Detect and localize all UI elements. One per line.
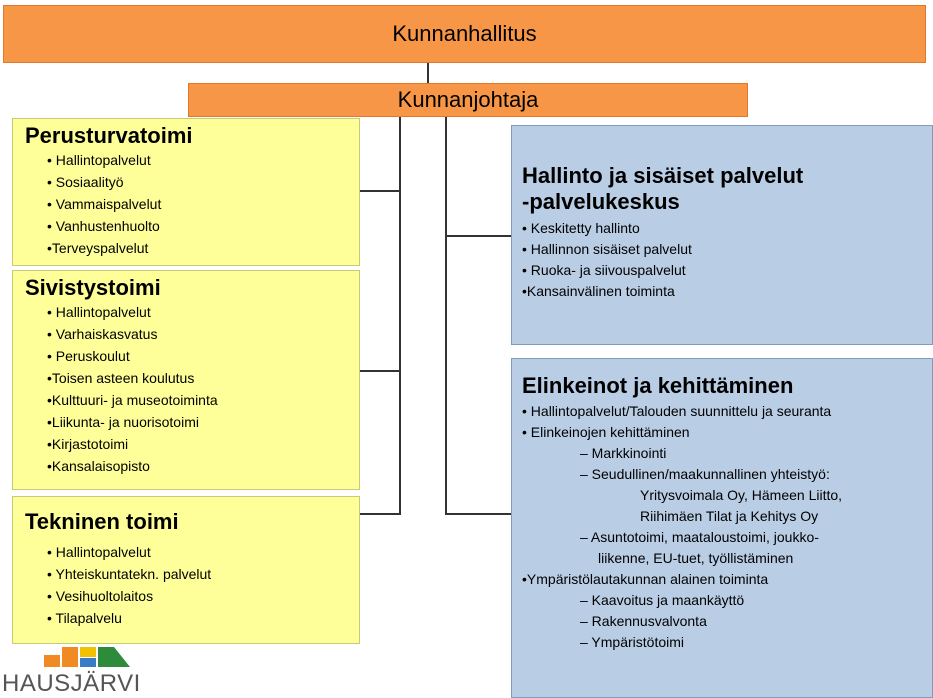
connector-right-vertical xyxy=(445,117,447,515)
list-item: Yritysvoimala Oy, Hämeen Liitto, xyxy=(640,487,843,503)
list-item: •Toisen asteen koulutus xyxy=(47,370,195,386)
hausjarvi-logo: HAUSJÄRVI xyxy=(2,643,141,697)
connector-perusturva xyxy=(360,190,401,192)
board-box: Kunnanhallitus xyxy=(3,5,926,63)
list-item: – Ympäristötoimi xyxy=(580,634,685,650)
list-item: – Kaavoitus ja maankäyttö xyxy=(580,592,745,608)
list-item: – Asuntotoimi, maataloustoimi, joukko- xyxy=(580,529,819,545)
list-item: • Varhaiskasvatus xyxy=(47,326,158,342)
list-item: • Hallinnon sisäiset palvelut xyxy=(522,241,692,257)
connector-left-vertical xyxy=(399,117,401,515)
list-item: • Yhteiskuntatekn. palvelut xyxy=(47,566,212,582)
list-item: • Hallintopalvelut xyxy=(47,544,151,560)
list-item: • Vesihuoltolaitos xyxy=(47,588,154,604)
list-item: • Vammaispalvelut xyxy=(47,196,162,212)
logo-text: HAUSJÄRVI xyxy=(2,670,141,697)
hallinto-box: Hallinto ja sisäiset palvelut -palveluke… xyxy=(511,125,933,345)
list-item: •Ympäristölautakunnan alainen toiminta xyxy=(522,571,769,587)
list-item: • Vanhustenhuolto xyxy=(47,218,160,234)
list-item: •Kansalaisopisto xyxy=(47,458,150,474)
list-item: •Kansainvälinen toiminta xyxy=(522,283,675,299)
list-item: • Sosiaalityö xyxy=(47,174,124,190)
connector-hallinto xyxy=(445,235,511,237)
list-item: • Ruoka- ja siivouspalvelut xyxy=(522,262,686,278)
list-item: – Markkinointi xyxy=(580,445,667,461)
list-item: • Keskitetty hallinto xyxy=(522,220,640,236)
list-item: •Kulttuuri- ja museotoiminta xyxy=(47,392,218,408)
manager-title: Kunnanjohtaja xyxy=(397,87,539,112)
board-title: Kunnanhallitus xyxy=(392,21,537,46)
list-item: •Kirjastotoimi xyxy=(47,436,129,452)
perusturva-box: Perusturvatoimi • Hallintopalvelut • Sos… xyxy=(12,118,360,266)
list-item: – Seudullinen/maakunnallinen yhteistyö: xyxy=(580,466,830,482)
connector-tekninen xyxy=(360,513,401,515)
manager-box: Kunnanjohtaja xyxy=(188,83,748,117)
elinkeino-title: Elinkeinot ja kehittäminen xyxy=(522,373,794,398)
connector-sivistys xyxy=(360,370,401,372)
hallinto-title-line2: -palvelukeskus xyxy=(522,189,680,214)
connector-board-manager xyxy=(427,63,429,83)
list-item: • Hallintopalvelut/Talouden suunnittelu … xyxy=(522,403,832,419)
tekninen-box: Tekninen toimi • Hallintopalvelut • Yhte… xyxy=(12,496,360,644)
sivistys-box: Sivistystoimi • Hallintopalvelut • Varha… xyxy=(12,270,360,490)
perusturva-title: Perusturvatoimi xyxy=(25,123,193,148)
list-item: – Rakennusvalvonta xyxy=(580,613,707,629)
hallinto-title-line1: Hallinto ja sisäiset palvelut xyxy=(522,163,804,188)
list-item: •Terveyspalvelut xyxy=(47,240,149,256)
list-item: •Liikunta- ja nuorisotoimi xyxy=(47,414,199,430)
connector-elinkeino xyxy=(445,513,511,515)
sivistys-title: Sivistystoimi xyxy=(25,275,161,300)
elinkeino-box: Elinkeinot ja kehittäminen • Hallintopal… xyxy=(511,358,933,698)
list-item: • Tilapalvelu xyxy=(47,610,122,626)
list-item: • Elinkeinojen kehittäminen xyxy=(522,424,690,440)
list-item: • Hallintopalvelut xyxy=(47,152,151,168)
list-item: • Peruskoulut xyxy=(47,348,130,364)
list-item: liikenne, EU-tuet, työllistäminen xyxy=(598,550,794,566)
list-item: • Hallintopalvelut xyxy=(47,304,151,320)
logo-mark-icon xyxy=(44,647,130,667)
list-item: Riihimäen Tilat ja Kehitys Oy xyxy=(640,508,819,524)
tekninen-title: Tekninen toimi xyxy=(25,509,179,534)
